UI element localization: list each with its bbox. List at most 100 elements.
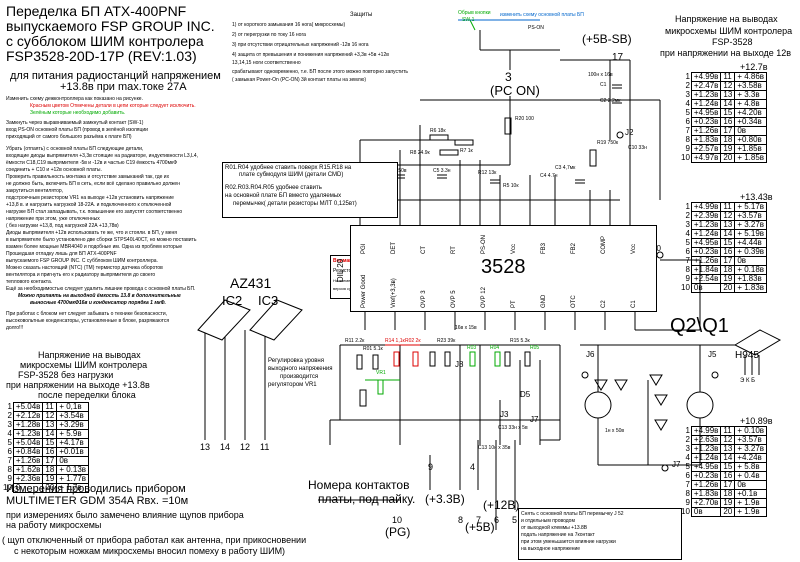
intro-note: приходящий от самого большого разъёма к …: [6, 134, 132, 140]
voltage-cell: 0в: [690, 283, 722, 293]
protection-header: Защиты: [350, 12, 373, 18]
part-r7: R7 1к: [460, 148, 473, 154]
h945-pins: Э К Б: [740, 378, 756, 384]
part-cap100: 100н x 16в: [588, 72, 613, 78]
part-j7: J7: [530, 415, 539, 424]
j32-note: подать напряжение на 7контакт: [521, 532, 595, 538]
q2q1-label: Q2\Q1: [670, 315, 729, 337]
left-table-title: микросхемы ШИМ контролера: [20, 360, 148, 370]
pin-num: 1: [7, 402, 12, 411]
part-c13: C13 33н x 5в: [498, 425, 528, 431]
measure-note: MULTIMETER GDM 354A Rвх. =10м: [6, 495, 189, 507]
bold-note: Можно припаять на выходной ёмкость 13.8 …: [18, 293, 181, 299]
part-r23: R23 39к: [437, 338, 456, 344]
pin-num: 3: [7, 420, 12, 429]
part-vr1: VR1: [376, 370, 386, 376]
chip-pin-label: PT: [511, 300, 517, 308]
part-c1n: 1н x 50в: [605, 428, 625, 434]
protection-item: 4) защита от превышения и понижения напр…: [232, 52, 389, 58]
chip-pin-label: Vref(+3,3в): [391, 278, 397, 308]
pin-num: 1: [685, 202, 690, 211]
part-c3: C3 4,7мк: [555, 165, 576, 171]
right-header: при напряжении на выходе 12в: [660, 48, 792, 58]
voltage-cell: +4.97в: [690, 153, 722, 163]
contacts-note-1: Номера контактов: [308, 478, 410, 492]
end-note: При работах с блоком нет следует забыват…: [6, 311, 168, 317]
pin-num: 10: [3, 483, 12, 492]
smd-note-box: R01.R04 удобнее ставить поверх R15.R18 н…: [222, 162, 398, 218]
pin-num: 2: [685, 211, 690, 220]
pwm-chip-3528: 3528 DIL 20 PGI DET CT RT PS-ON Vcc FB3 …: [336, 225, 657, 312]
warning-title: Внимание!!!: [333, 258, 363, 264]
j32-note-box: Снять с основной платы БП перемычку J 52…: [518, 508, 682, 560]
table-r3-label: +10.89в: [740, 416, 773, 426]
pin-num: 6: [7, 447, 12, 456]
connector-pin: 6: [494, 515, 500, 525]
pin9-label: 9: [428, 462, 434, 472]
pin-num: 8: [685, 135, 690, 144]
v5-label: (+5В): [465, 520, 495, 534]
h945-label: H945: [735, 350, 759, 361]
part-r5: R5 10к: [503, 183, 519, 189]
pin-num: 8: [685, 265, 690, 274]
voltage-cell: + 1.85в: [734, 153, 768, 163]
intro-note: вход PS-ON основной платы БП (провод в з…: [6, 127, 148, 133]
chip-pin-label: PGI: [361, 243, 367, 254]
pin-num: 6: [685, 471, 690, 480]
title-line-3: с субблоком ШИМ контролера: [6, 33, 204, 49]
intro-note: подстроечным резистором VR1 на выходе +1…: [6, 195, 174, 201]
pin-num: 20: [42, 483, 58, 493]
part-j6: J6: [586, 350, 595, 359]
part-r20: R20 100: [515, 116, 534, 122]
pin-num: 5: [685, 462, 690, 471]
pin-num: 1: [685, 426, 690, 435]
pin-num: 8: [685, 489, 690, 498]
intro-note: ( без нагрузки +13,8, под нагрузкой 22А …: [6, 223, 119, 229]
chip-pin-label: C2: [601, 300, 607, 308]
part-c5: C5 3.3н: [433, 168, 451, 174]
connector-pin: 11: [260, 442, 270, 452]
chip-pin-label: OVP 5: [451, 290, 457, 308]
ic3-label: IC3: [258, 293, 279, 308]
pg-label: (PG): [385, 525, 411, 539]
sw-change-note: изменить схему основной платы БП: [500, 12, 584, 18]
part-r19: R19 750к: [597, 140, 619, 146]
intro-note: ёмкости C18,C19 выпрямителя -5в и -12в и…: [6, 160, 178, 166]
pin-num: 5: [685, 238, 690, 247]
intro-note-red: Красным цветом Отмечены детали в цепи ко…: [30, 103, 196, 109]
chip-pin-label: PS-ON: [481, 234, 487, 254]
chip-dil: DIL 20: [336, 258, 346, 283]
pin-num: 9: [7, 474, 12, 483]
regulator-note: регулятором VR1: [268, 382, 317, 388]
chip-pin-label: DET: [391, 242, 397, 254]
pin-num: 7: [685, 480, 690, 489]
sw-id: SW-1: [462, 17, 475, 23]
measure-note: Измерения проводились прибором: [6, 483, 186, 495]
part-c4: C4 4.7н: [540, 173, 558, 179]
protection-item: срабатывают одновременно, т.е. БП после …: [232, 69, 408, 75]
chip-pin-label: RT: [451, 246, 457, 254]
connector-pin: 7: [476, 515, 482, 525]
voltage-cell: + 1.83в: [734, 283, 768, 293]
j32-note: на выходное напряжение: [521, 546, 581, 552]
part-j8: J8: [455, 360, 464, 369]
chip-pin-label: OVP 3: [421, 290, 427, 308]
pin-num: 2: [685, 81, 690, 90]
j32-note: Снять с основной платы БП перемычку J 52: [521, 511, 624, 517]
part-r04: R04: [490, 345, 500, 351]
chip-pin-label: CT: [421, 246, 427, 254]
pin-num: 6: [685, 117, 690, 126]
pin-num: 4: [685, 229, 690, 238]
sw-label: Обрыв кнопки: [458, 10, 491, 16]
